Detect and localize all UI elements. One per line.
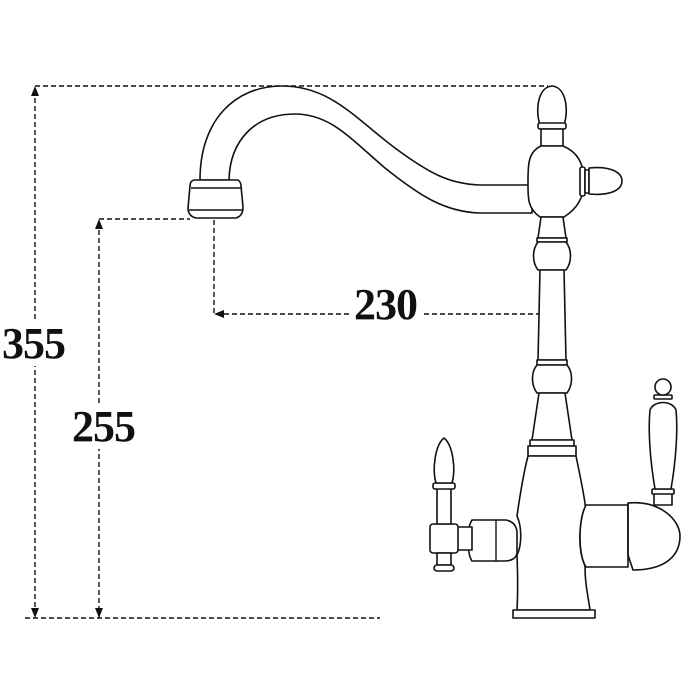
faucet-column [512, 85, 623, 619]
dimension-spout-height [95, 218, 190, 618]
aerator [187, 179, 244, 219]
spout-height-label: 255 [72, 402, 136, 451]
spout-reach-label: 230 [350, 283, 421, 327]
left-lever [429, 437, 518, 572]
right-lever [579, 378, 681, 571]
overall-height-label: 355 [2, 319, 66, 368]
spout [199, 85, 533, 214]
